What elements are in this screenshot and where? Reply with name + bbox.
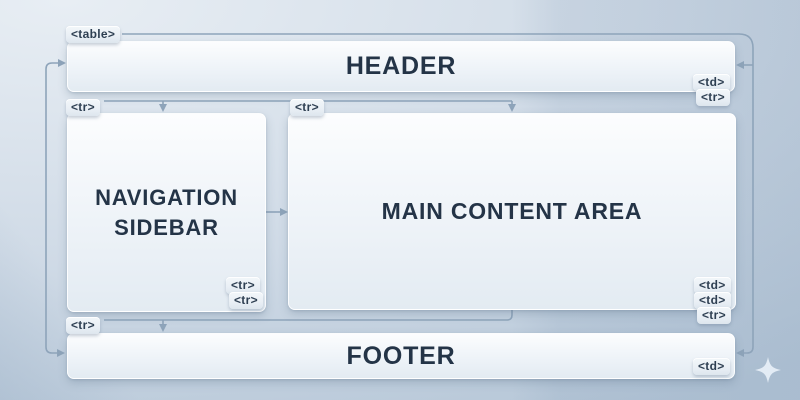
sidebar-label: NAVIGATION SIDEBAR	[95, 183, 238, 242]
main-content-label: MAIN CONTENT AREA	[381, 198, 643, 224]
sidebar-label-line1: NAVIGATION	[95, 184, 238, 210]
connector-footer-line	[104, 308, 513, 321]
arrowhead-into-main-left	[280, 208, 288, 216]
arrowhead-into-sidebar-top	[159, 104, 167, 112]
connector-table-loop	[122, 33, 754, 354]
footer-box: FOOTER	[67, 333, 735, 379]
sidebar-tr-tag-chip-b: <tr>	[229, 292, 263, 309]
footer-row-tr-tag-chip: <tr>	[66, 317, 100, 334]
sidebar-label-line2: SIDEBAR	[114, 214, 219, 240]
connector-left-loop	[45, 62, 58, 354]
arrowhead-into-header-left	[58, 59, 66, 67]
footer-label: FOOTER	[346, 341, 456, 370]
arrowhead-into-footer-top	[159, 324, 167, 332]
footer-td-tag-chip: <td>	[693, 358, 730, 375]
table-tag-chip: <table>	[66, 26, 121, 43]
arrowhead-into-header-right	[736, 61, 744, 69]
arrowhead-into-footer-left	[57, 349, 65, 357]
header-td-tag-chip: <td>	[693, 74, 730, 91]
arrowhead-into-footer-right	[736, 349, 744, 357]
sidebar-tr-tag-chip-a: <tr>	[226, 277, 260, 294]
main-content-box: MAIN CONTENT AREA	[288, 113, 736, 310]
sparkle-icon	[755, 357, 781, 383]
navigation-sidebar-box: NAVIGATION SIDEBAR	[67, 113, 266, 312]
main-row-tr-tag-chip: <tr>	[290, 99, 324, 116]
main-tr-tag-chip: <tr>	[697, 307, 731, 324]
header-tr-tag-chip: <tr>	[696, 89, 730, 106]
sidebar-row-tr-tag-chip: <tr>	[66, 99, 100, 116]
arrowhead-into-main-top	[508, 104, 516, 112]
main-td-tag-chip-a: <td>	[694, 277, 731, 294]
header-box: HEADER	[67, 41, 735, 92]
header-label: HEADER	[345, 52, 457, 80]
main-td-tag-chip-b: <td>	[694, 292, 731, 309]
